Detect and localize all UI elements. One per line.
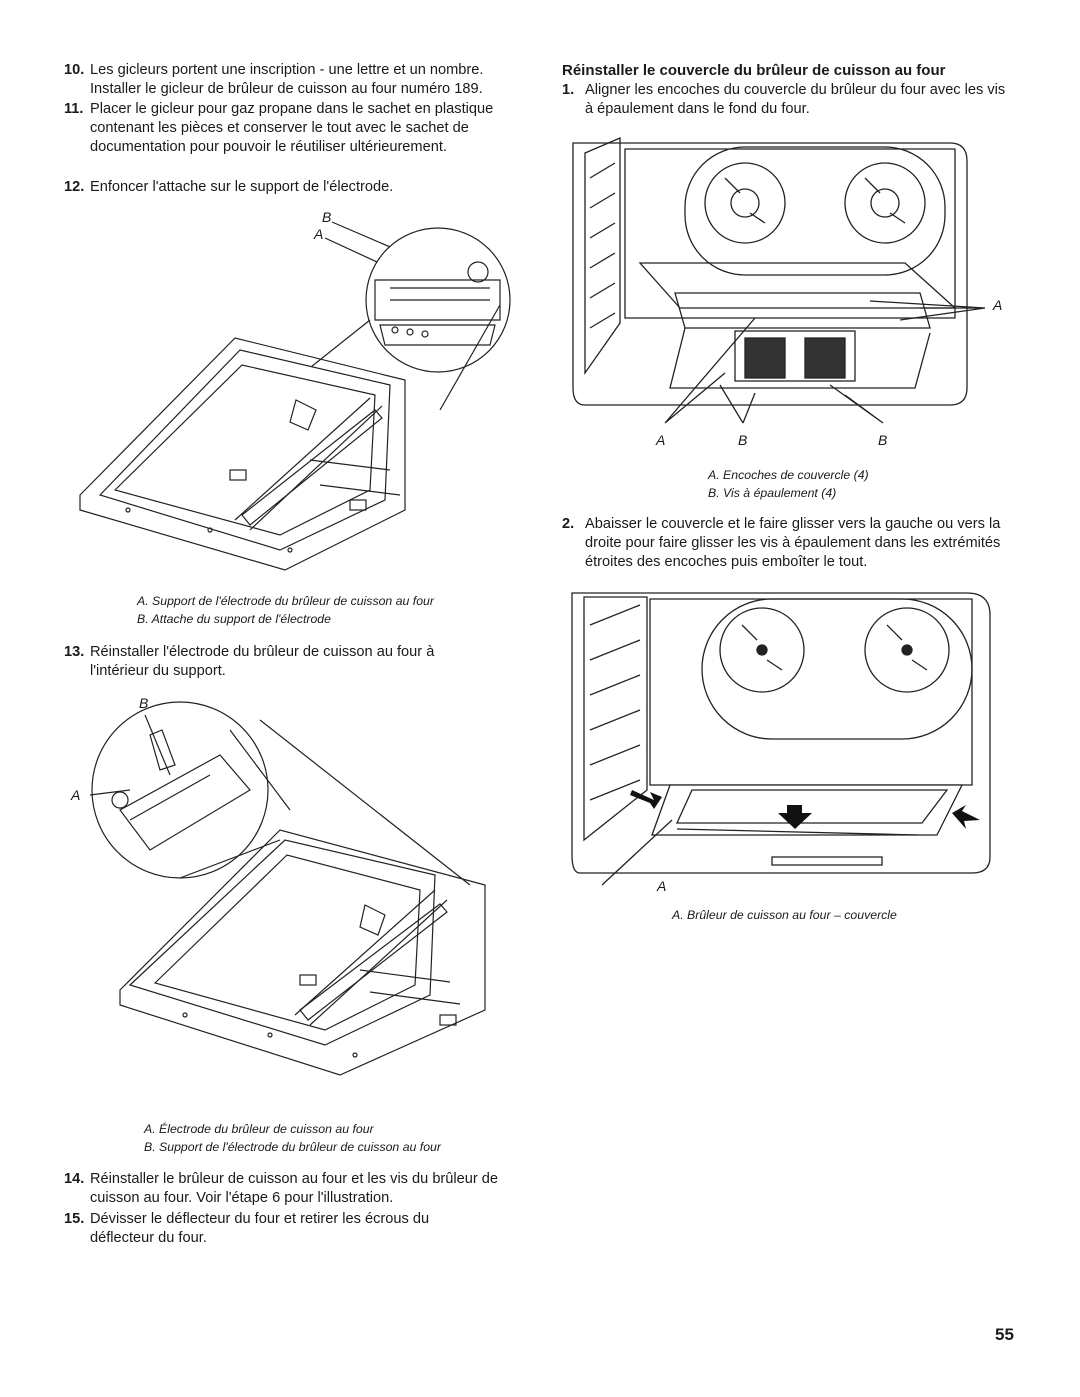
fig3-oven-cover-alignment-illustration: [572, 137, 986, 424]
page-number: 55: [995, 1325, 1014, 1344]
step-text: Dévisser le déflecteur du four et retire…: [90, 1211, 430, 1246]
caption-line: B. Attache du support de l'électrode: [137, 612, 331, 626]
step-number: 12.: [64, 179, 85, 195]
fig2-caption: A. Électrode du brûleur de cuisson au fo…: [144, 1120, 441, 1156]
caption-line: A. Support de l'électrode du brûleur de …: [137, 594, 434, 608]
step-text: Placer le gicleur pour gaz propane dans …: [90, 101, 494, 155]
step-number: 10.: [64, 62, 85, 78]
fig1-caption: A. Support de l'électrode du brûleur de …: [137, 592, 434, 628]
step-text: Réinstaller le brûleur de cuisson au fou…: [90, 1171, 499, 1206]
fig1-label-b: B: [322, 209, 332, 225]
fig4-label-a: A: [657, 878, 667, 894]
fig1-label-a: A: [314, 226, 324, 242]
fig4-oven-cover-slide-illustration: [571, 592, 991, 886]
step-text: Enfoncer l'attache sur le support de l'é…: [90, 179, 394, 195]
step-number: 13.: [64, 644, 85, 660]
fig3-label-a-right: A: [993, 297, 1003, 313]
caption-line: A. Encoches de couvercle (4): [708, 468, 869, 482]
fig2-electrode-illustration: [89, 701, 486, 1076]
caption-line: B. Vis à épaulement (4): [708, 486, 837, 500]
fig3-label-b2: B: [878, 432, 888, 448]
fig3-label-a-bottom: A: [656, 432, 666, 448]
step-number: 15.: [64, 1211, 85, 1227]
caption-line: A. Brûleur de cuisson au four – couvercl…: [672, 908, 897, 922]
caption-line: A. Électrode du brûleur de cuisson au fo…: [144, 1122, 374, 1136]
step-text: Les gicleurs portent une inscription - u…: [90, 62, 484, 97]
step-number: 11.: [64, 101, 84, 117]
step-text: Réinstaller l'électrode du brûleur de cu…: [90, 644, 435, 679]
step-text: Aligner les encoches du couvercle du brû…: [585, 82, 1006, 117]
step-text: Abaisser le couvercle et le faire glisse…: [585, 516, 1001, 570]
fig2-label-a: A: [71, 787, 81, 803]
step-number: 1.: [562, 82, 575, 98]
step-number: 14.: [64, 1171, 85, 1187]
section-heading: Réinstaller le couvercle du brûleur de c…: [562, 62, 946, 79]
fig1-electrode-support-illustration: [79, 221, 511, 571]
fig4-caption: A. Brûleur de cuisson au four – couvercl…: [672, 906, 897, 924]
caption-line: B. Support de l'électrode du brûleur de …: [144, 1140, 441, 1154]
fig3-label-b1: B: [738, 432, 748, 448]
fig3-caption: A. Encoches de couvercle (4) B. Vis à ép…: [708, 466, 869, 502]
fig2-label-b: B: [139, 695, 149, 711]
step-number: 2.: [562, 516, 575, 532]
